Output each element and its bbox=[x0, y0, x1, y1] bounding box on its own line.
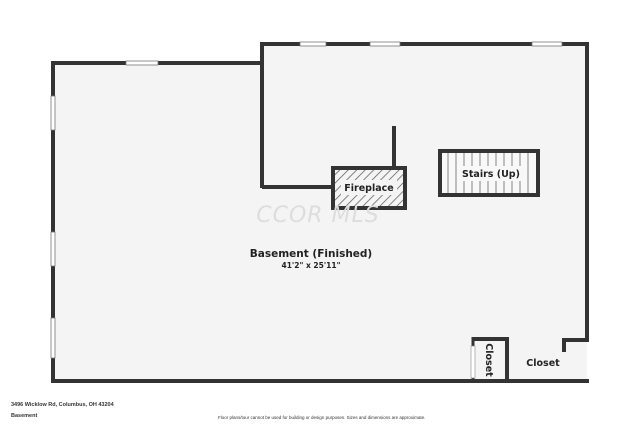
address: 3496 Wicklow Rd, Columbus, OH 43204 bbox=[11, 402, 114, 408]
fireplace-label-bg bbox=[341, 180, 397, 195]
closet-left-label: Closet bbox=[483, 343, 494, 377]
window bbox=[50, 231, 56, 267]
level-name: Basement bbox=[11, 413, 38, 419]
disclaimer: Floor plans/tour cannot be used for buil… bbox=[218, 415, 426, 420]
window bbox=[369, 41, 401, 47]
window bbox=[50, 317, 56, 359]
window bbox=[125, 60, 159, 66]
basement-dimensions: 41'2" x 25'11" bbox=[282, 261, 341, 270]
fireplace-label: Fireplace bbox=[344, 183, 393, 194]
closet-door bbox=[470, 345, 476, 379]
floor-area bbox=[53, 44, 587, 381]
watermark: CCOR MLS bbox=[256, 203, 380, 228]
closet-right-label: Closet bbox=[526, 358, 560, 369]
window bbox=[50, 95, 56, 131]
basement-label: Basement (Finished) bbox=[250, 248, 372, 260]
stairs-label-bg bbox=[460, 166, 522, 181]
window bbox=[299, 41, 327, 47]
window bbox=[531, 41, 563, 47]
stairs-label: Stairs (Up) bbox=[462, 169, 520, 180]
